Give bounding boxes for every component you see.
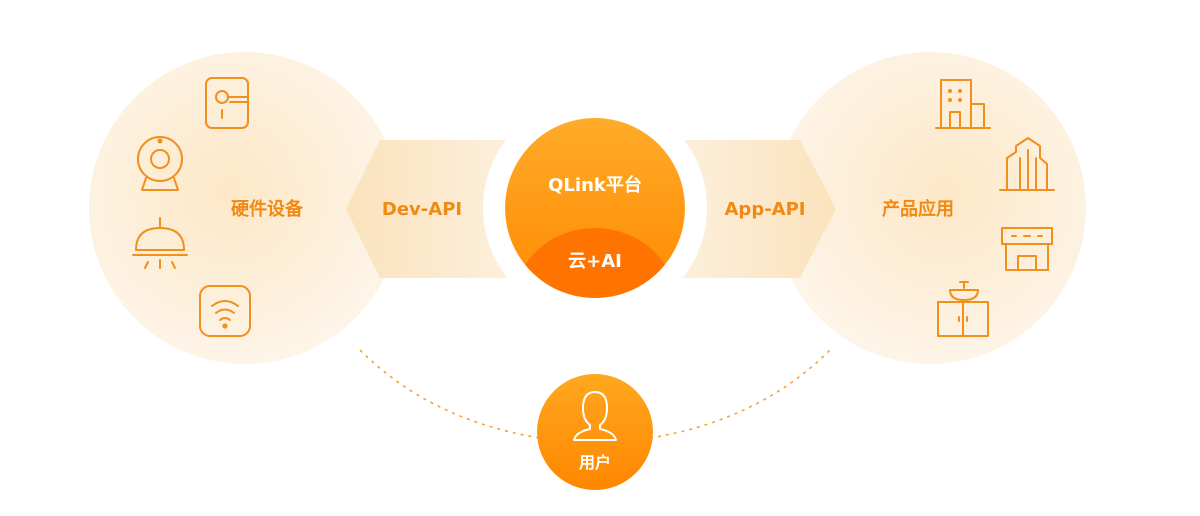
wifi-router-icon [199, 285, 251, 337]
user-link-left [359, 349, 541, 439]
user-circle [537, 374, 653, 490]
user-label: 用户 [578, 453, 612, 472]
hardware-panel [89, 52, 401, 364]
app-api-label: App-API [724, 199, 806, 220]
hardware-label: 硬件设备 [231, 199, 303, 220]
ceiling-lamp-icon [132, 217, 188, 269]
products-label: 产品应用 [882, 199, 954, 220]
products-panel [774, 52, 1086, 364]
user-link-right [649, 349, 831, 439]
platform-core-label: 云+AI [568, 251, 622, 272]
cabinet-sink-icon [937, 281, 989, 337]
door-lock-icon [205, 77, 249, 129]
camera-icon [137, 136, 183, 191]
dev-api-label: Dev-API [381, 199, 463, 220]
app-api-arrow [660, 140, 836, 278]
office-tower-icon [999, 137, 1055, 191]
platform-core [515, 228, 675, 298]
building-icon [935, 79, 991, 129]
storefront-icon [1001, 227, 1053, 271]
platform-name: QLink平台 [548, 175, 642, 196]
dev-api-arrow [346, 140, 530, 278]
user-icon [573, 391, 617, 441]
